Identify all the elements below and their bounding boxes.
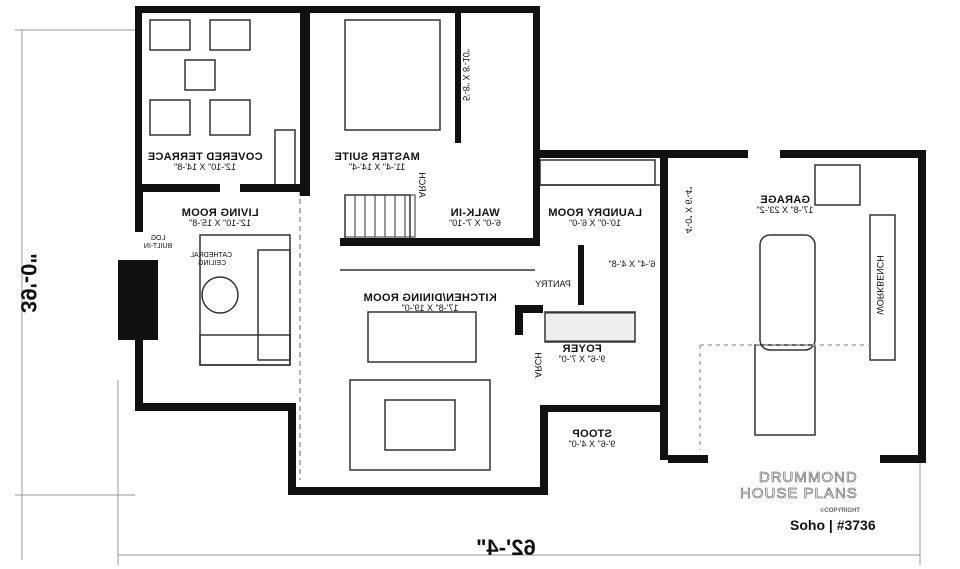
room-size: 10'-0" X 6'-0" <box>569 218 621 229</box>
room-kitchen-dining: KITCHEN/DINING ROOM 17'-8" X 19'-0" <box>363 292 496 314</box>
room-pantry: PANTRY <box>535 279 571 289</box>
arch-label-foyer: ARCH <box>532 352 543 378</box>
dimension-lines <box>15 29 921 565</box>
room-living-room: LIVING ROOM 12'-10" X 15'-8" <box>181 207 258 229</box>
room-stoop: STOOP 9'-6" X 4'-0" <box>569 428 616 450</box>
room-size: 17'-8" X 19'-0" <box>401 303 459 314</box>
room-size: 9'-6" X 4'-0" <box>568 439 616 450</box>
powder-room: 6'-4" X 4'-8" <box>608 259 656 270</box>
stairs <box>344 194 636 342</box>
room-garage: GARAGE 17'-8" X 23'-2" <box>757 194 814 216</box>
logo-line-1: DRUMMOND <box>758 469 858 486</box>
walls <box>118 6 926 495</box>
room-laundry-room: LAUNDRY ROOM 10'-0" X 6'-0" <box>548 207 642 229</box>
room-size: 11'-4" X 14'-4" <box>348 162 406 173</box>
garage-bath-size: 4'-0" X 6'-4" <box>683 186 694 234</box>
room-size: 6'-4" X 4'-8" <box>608 259 656 269</box>
plan-label: Soho | #3736 <box>790 517 876 533</box>
cathedral-ceiling-note: CATHEDRAL CEILING <box>190 252 232 267</box>
workbench-label: WORKBENCH <box>874 255 885 315</box>
room-size: 9'-6" X 7'-0" <box>558 354 606 365</box>
overall-depth: 39'-0" <box>15 253 41 313</box>
room-size: 12'-10" X 15'-8" <box>189 218 251 229</box>
room-size: 12'-10" X 14'-8" <box>174 162 236 173</box>
overall-width: 62'-4" <box>476 535 536 560</box>
arch-label-suite: ARCH <box>416 172 427 198</box>
log-builtin-note: LOG BUILT-IN <box>143 235 173 250</box>
ensuite-size: 5'-8" X 8'-10" <box>460 49 471 101</box>
room-size: 17'-8" X 23'-2" <box>756 205 814 216</box>
room-master-suite: MASTER SUITE 11'-4" X 14'-4" <box>334 151 420 173</box>
copyright-note: ©COPYRIGHT <box>820 508 861 514</box>
room-walk-in: WALK-IN 6'-0" X 7'-10" <box>449 207 501 229</box>
logo-line-2: HOUSE PLANS <box>740 485 858 502</box>
drummond-logo: DRUMMOND HOUSE PLANS <box>740 469 858 502</box>
room-size: 6'-0" X 7'-10" <box>449 218 501 229</box>
interior-partitions <box>149 19 896 480</box>
room-foyer: FOYER 9'-6" X 7'-0" <box>559 343 606 365</box>
room-covered-terrace: COVERED TERRACE 12'-10" X 14'-8" <box>147 151 262 173</box>
